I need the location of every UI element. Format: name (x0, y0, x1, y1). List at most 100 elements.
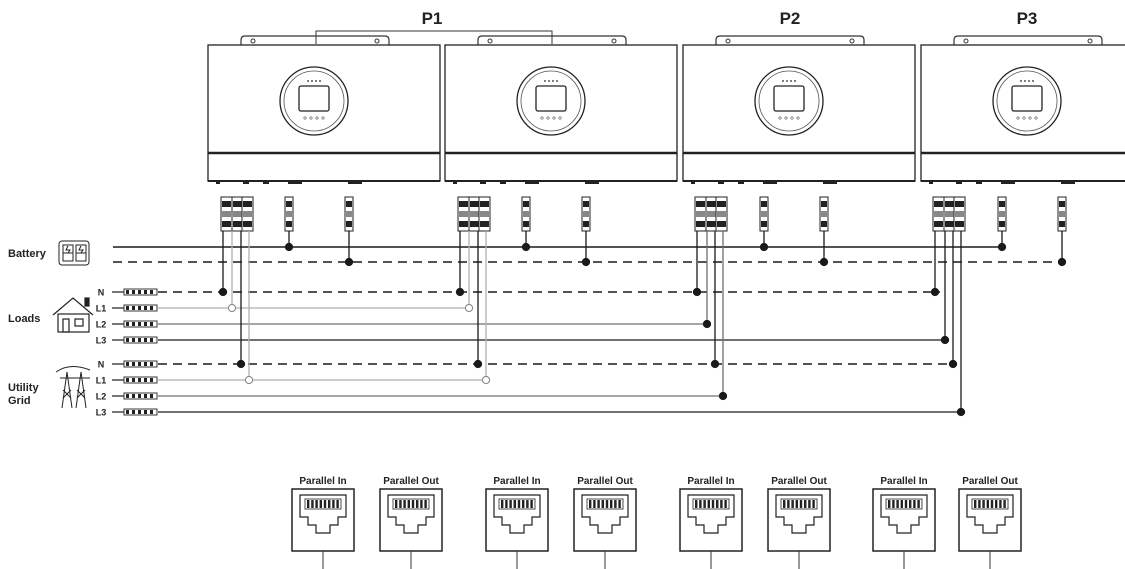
breaker-icon (468, 196, 481, 232)
junction-dot (284, 242, 294, 252)
breaker-icon (997, 196, 1007, 232)
bus-lines (113, 246, 1062, 413)
junction-dot (940, 335, 950, 345)
p1-bracket (315, 30, 553, 44)
terminal-block-icon (123, 376, 158, 384)
terminal-block-icon (123, 320, 158, 328)
breaker-icon (694, 196, 707, 232)
inverter-row (207, 35, 1125, 184)
breaker-icon (457, 196, 470, 232)
parallel-in-label: Parallel In (687, 476, 734, 487)
junction-dot (956, 407, 966, 417)
rj45-port-icon (767, 488, 831, 569)
loads-label: Loads (8, 313, 40, 325)
rj45-port-icon (573, 488, 637, 569)
rj45-port-icon (485, 488, 549, 569)
breaker-icon (521, 196, 531, 232)
junction-dot (710, 359, 720, 369)
rj45-port-icon (679, 488, 743, 569)
grid-label: Grid (8, 395, 31, 407)
parallel-out-label: Parallel Out (771, 476, 827, 487)
junction-dot (819, 257, 829, 267)
line-label: L2 (96, 392, 107, 402)
parallel-out-label: Parallel Out (577, 476, 633, 487)
group-title-p2: P2 (780, 9, 801, 28)
parallel-ports: Parallel In Parallel Out Parallel In Parall… (291, 476, 1022, 569)
junction-dot (930, 287, 940, 297)
junction-dot (464, 303, 474, 313)
breaker-icon (241, 196, 254, 232)
junction-dot (581, 257, 591, 267)
battery-icon (58, 240, 90, 266)
breaker-icon (220, 196, 233, 232)
parallel-out-label: Parallel Out (962, 476, 1018, 487)
house-icon (52, 297, 94, 333)
breaker-icon (819, 196, 829, 232)
inverter-unit (207, 35, 441, 184)
breaker-icon (1057, 196, 1067, 232)
junction-dot (997, 242, 1007, 252)
junction-dot (473, 359, 483, 369)
breaker-icon (932, 196, 945, 232)
utility-label: Utility (8, 382, 39, 394)
line-label: N (98, 288, 105, 298)
junction-dot (227, 303, 237, 313)
display-ring-icon (992, 66, 1062, 136)
junction-dot (948, 359, 958, 369)
breaker-icon (478, 196, 491, 232)
terminal-block-icon (123, 288, 158, 296)
junction-dot (759, 242, 769, 252)
group-title-p3: P3 (1017, 9, 1038, 28)
breaker-icon (284, 196, 294, 232)
junction-dot (344, 257, 354, 267)
breaker-icon (953, 196, 966, 232)
junction-dot (481, 375, 491, 385)
junction-dot (236, 359, 246, 369)
inverter-unit (920, 35, 1125, 184)
junction-dot (455, 287, 465, 297)
terminal-block-icon (123, 360, 158, 368)
breaker-icon (759, 196, 769, 232)
junction-dot (1057, 257, 1067, 267)
transmission-tower-icon (55, 366, 91, 409)
junction-dot (702, 319, 712, 329)
breaker-icon (715, 196, 728, 232)
inverter-unit (682, 35, 916, 184)
terminal-block-icon (123, 408, 158, 416)
parallel-in-label: Parallel In (299, 476, 346, 487)
group-title-p1: P1 (422, 9, 443, 28)
display-ring-icon (279, 66, 349, 136)
line-label: N (98, 360, 105, 370)
rj45-port-icon (291, 488, 355, 569)
inverter-unit (444, 35, 678, 184)
junction-dot (218, 287, 228, 297)
breaker-icon (943, 196, 956, 232)
terminal-block-icon (123, 392, 158, 400)
breaker-icon (231, 196, 244, 232)
breaker-icon (705, 196, 718, 232)
breaker-row (220, 196, 1067, 232)
junction-dot (692, 287, 702, 297)
line-label: L3 (96, 408, 107, 418)
breaker-icon (581, 196, 591, 232)
line-label: L3 (96, 336, 107, 346)
junction-dot (718, 391, 728, 401)
rj45-port-icon (958, 488, 1022, 569)
rj45-port-icon (872, 488, 936, 569)
battery-label: Battery (8, 248, 47, 260)
junction-dot (521, 242, 531, 252)
terminal-block-icon (123, 304, 158, 312)
parallel-out-label: Parallel Out (383, 476, 439, 487)
parallel-in-label: Parallel In (880, 476, 927, 487)
junction-dot (244, 375, 254, 385)
rj45-port-icon (379, 488, 443, 569)
display-ring-icon (754, 66, 824, 136)
drop-wires (218, 231, 1067, 417)
terminal-block-icon (123, 336, 158, 344)
breaker-icon (344, 196, 354, 232)
line-label: L1 (96, 304, 107, 314)
line-label: L1 (96, 376, 107, 386)
display-ring-icon (516, 66, 586, 136)
